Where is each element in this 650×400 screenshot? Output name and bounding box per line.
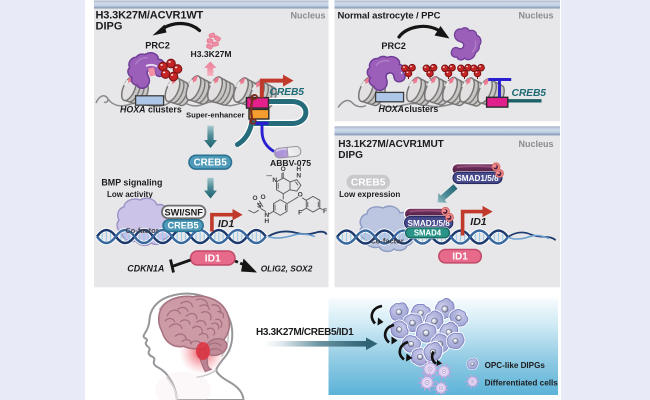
svg-text:O: O (298, 192, 303, 199)
svg-text:PRC2: PRC2 (381, 41, 406, 51)
svg-text:CDKN1A: CDKN1A (127, 264, 164, 274)
svg-text:DIPG: DIPG (96, 20, 123, 32)
svg-text:F: F (298, 209, 302, 216)
svg-text:SMAD4: SMAD4 (414, 229, 442, 238)
svg-text:H3.3K27M: H3.3K27M (191, 49, 232, 59)
svg-text:SMAD1/5/8: SMAD1/5/8 (408, 219, 451, 228)
svg-text:Low activity: Low activity (107, 190, 153, 199)
svg-text:Nucleus: Nucleus (518, 10, 553, 20)
svg-text:OLIG2, SOX2: OLIG2, SOX2 (261, 264, 313, 274)
svg-text:CREB5: CREB5 (351, 178, 386, 189)
svg-text:Differentiated cells: Differentiated cells (485, 378, 559, 387)
svg-text:CREB5: CREB5 (194, 157, 228, 168)
svg-text:Low expression: Low expression (339, 190, 400, 199)
svg-text:BMP signaling: BMP signaling (101, 178, 162, 188)
svg-text:O: O (260, 194, 265, 201)
svg-text:Nucleus: Nucleus (518, 139, 553, 149)
svg-text:Co-factor: Co-factor (370, 236, 403, 245)
svg-text:HOXA: HOXA (120, 105, 145, 115)
svg-text:SMAD1/5/8: SMAD1/5/8 (456, 174, 499, 183)
svg-text:H: H (296, 166, 301, 173)
svg-text:SWI/SNF: SWI/SNF (165, 207, 204, 217)
svg-text:H: H (264, 218, 269, 225)
svg-text:ID1: ID1 (470, 216, 487, 228)
svg-text:H3.1K27M/ACVR1MUT: H3.1K27M/ACVR1MUT (338, 139, 444, 150)
svg-text:—: — (266, 174, 272, 180)
svg-text:Nucleus: Nucleus (290, 10, 325, 20)
svg-text:DIPG: DIPG (338, 150, 363, 161)
svg-text:H3.3K27M/CREB5/ID1: H3.3K27M/CREB5/ID1 (256, 327, 354, 338)
svg-text:O: O (252, 195, 257, 202)
svg-text:O: O (281, 166, 286, 173)
svg-text:ABBV-075: ABBV-075 (270, 158, 311, 168)
svg-text:OPC-like DIPGs: OPC-like DIPGs (485, 361, 546, 370)
svg-text:HOXA: HOXA (379, 104, 404, 114)
svg-text:PRC2: PRC2 (145, 40, 170, 50)
svg-text:ID1: ID1 (218, 218, 235, 230)
svg-text:clusters: clusters (148, 105, 182, 115)
svg-text:Co-factor: Co-factor (125, 226, 158, 235)
svg-text:N: N (272, 177, 277, 184)
svg-text:S: S (257, 202, 262, 209)
svg-text:CREB5: CREB5 (270, 87, 305, 98)
svg-text:clusters: clusters (405, 104, 439, 114)
svg-text:N: N (264, 212, 269, 219)
svg-text:CREB5: CREB5 (168, 221, 199, 231)
svg-text:Normal astrocyte / PPC: Normal astrocyte / PPC (338, 10, 441, 21)
svg-text:N: N (296, 172, 301, 179)
svg-text:H3.3K27M/ACVR1WT: H3.3K27M/ACVR1WT (96, 9, 204, 21)
svg-text:CREB5: CREB5 (512, 88, 547, 99)
svg-text:ID1: ID1 (205, 254, 221, 265)
svg-text:F: F (323, 208, 327, 215)
svg-text:ID1: ID1 (452, 252, 468, 263)
svg-text:Super-enhancer: Super-enhancer (186, 110, 245, 119)
